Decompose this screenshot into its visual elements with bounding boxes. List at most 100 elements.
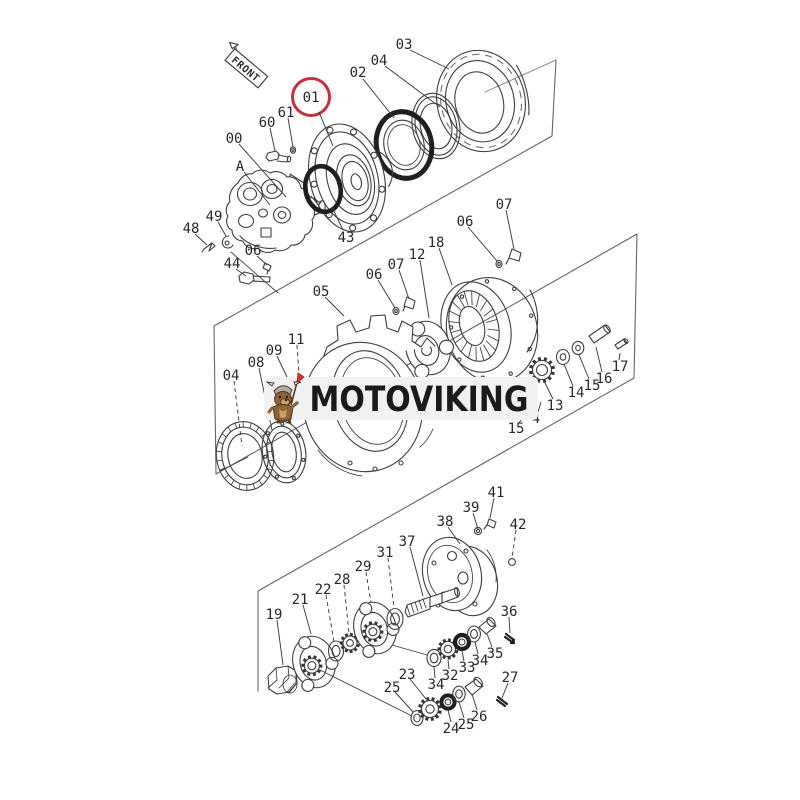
leader-34 (474, 641, 479, 655)
watermark: MOTOVIKING (264, 372, 538, 424)
callout-08: 08 (248, 355, 265, 371)
bolt-hole (349, 128, 358, 136)
callout-12: 12 (409, 247, 426, 263)
leader-06 (467, 226, 498, 262)
leader-49 (217, 221, 227, 237)
leader-32 (447, 659, 450, 670)
leader-22 (325, 594, 335, 643)
part-24-bearing (439, 693, 457, 711)
leader-25 (394, 691, 414, 713)
callout-15: 15 (584, 378, 601, 394)
hatch-line (457, 294, 465, 308)
bolt-hole (528, 313, 534, 318)
hatch-line (480, 299, 488, 312)
leader-43 (331, 206, 344, 231)
hatch-line (483, 308, 494, 317)
gear-tooth (425, 696, 430, 702)
callout-48: 48 (183, 221, 200, 237)
hatch-line (448, 321, 461, 324)
callout-09: 09 (266, 343, 283, 359)
gear-tooth (418, 704, 423, 708)
leader-17 (618, 352, 621, 361)
leader-60 (269, 127, 276, 152)
bolt-hole (310, 147, 318, 155)
hatch-line (234, 422, 238, 429)
hatch-line (460, 340, 468, 353)
part-21-carrier (292, 635, 339, 692)
hatch-line (224, 474, 230, 479)
mascot-arm-left (267, 406, 274, 414)
section-top-motor-assembly (201, 49, 530, 294)
bolt-hole (457, 357, 462, 362)
bolt-hole (263, 454, 268, 459)
gear-tooth (425, 716, 429, 721)
hatch-line (483, 344, 491, 358)
callout-27: 27 (502, 670, 519, 686)
hatch-line (221, 433, 227, 438)
bolt-hole (291, 476, 296, 481)
callout-23: 23 (399, 667, 416, 683)
callout-22: 22 (315, 582, 332, 598)
bolt-hole (265, 431, 270, 436)
leader-38 (447, 526, 461, 545)
part-18-ring-gear-drum (440, 277, 539, 383)
part-34-washer-b (467, 625, 481, 643)
leader-00 (238, 143, 287, 198)
hatch-line (258, 479, 263, 486)
mascot-legs (276, 418, 292, 424)
leader-A (243, 171, 271, 206)
part-07-bolt-b (392, 296, 416, 316)
leader-24 (447, 709, 452, 723)
part-03-sprocket (436, 49, 530, 153)
callout-31: 31 (377, 545, 394, 561)
hatch-line (217, 441, 224, 445)
callout-02: 02 (350, 65, 367, 81)
leader-16 (595, 346, 603, 373)
bolt-hole (349, 224, 357, 232)
hatch-line (252, 483, 256, 490)
leader-18 (438, 247, 453, 286)
callout-35: 35 (487, 646, 504, 662)
leader-01 (318, 111, 334, 147)
callout-29: 29 (355, 559, 372, 575)
gear-tooth (420, 699, 426, 704)
part-26-bushing (464, 676, 484, 696)
part-19-coupling (267, 665, 298, 695)
hatch-line (242, 421, 244, 428)
leader-11 (296, 344, 300, 375)
leader-48 (194, 233, 208, 246)
part-27-pin (495, 695, 509, 708)
callout-A: A (236, 159, 245, 175)
gear-tooth (417, 709, 423, 714)
bolt-hole (370, 151, 378, 159)
part-25-washer-b (452, 685, 466, 703)
callout-05: 05 (313, 284, 330, 300)
leader-39 (472, 512, 479, 530)
part-37-axle-shaft (404, 586, 460, 618)
gear-tooth (437, 710, 442, 714)
leader-19 (276, 619, 284, 666)
gear-tooth (537, 356, 542, 362)
part-44-bolt (238, 271, 271, 285)
hatch-line (255, 426, 260, 433)
hatch-line (476, 293, 480, 308)
gear-tooth (547, 375, 552, 381)
leader-33 (461, 650, 465, 662)
part-04-bearing (215, 421, 275, 491)
bolt-hole (301, 457, 306, 462)
bolt-hole (512, 286, 517, 292)
callout-41: 41 (488, 485, 505, 501)
gear-tooth (529, 364, 534, 369)
part-42-nut (508, 558, 516, 566)
callout-25: 25 (384, 680, 401, 696)
hatch-line (219, 467, 226, 471)
viking-mascot (265, 372, 305, 424)
part-36-pin (503, 632, 516, 645)
callout-33: 33 (459, 660, 476, 676)
part-35-bushing (478, 616, 497, 635)
leader-44 (235, 268, 247, 277)
callout-17: 17 (612, 359, 629, 375)
hatch-line (246, 484, 248, 491)
